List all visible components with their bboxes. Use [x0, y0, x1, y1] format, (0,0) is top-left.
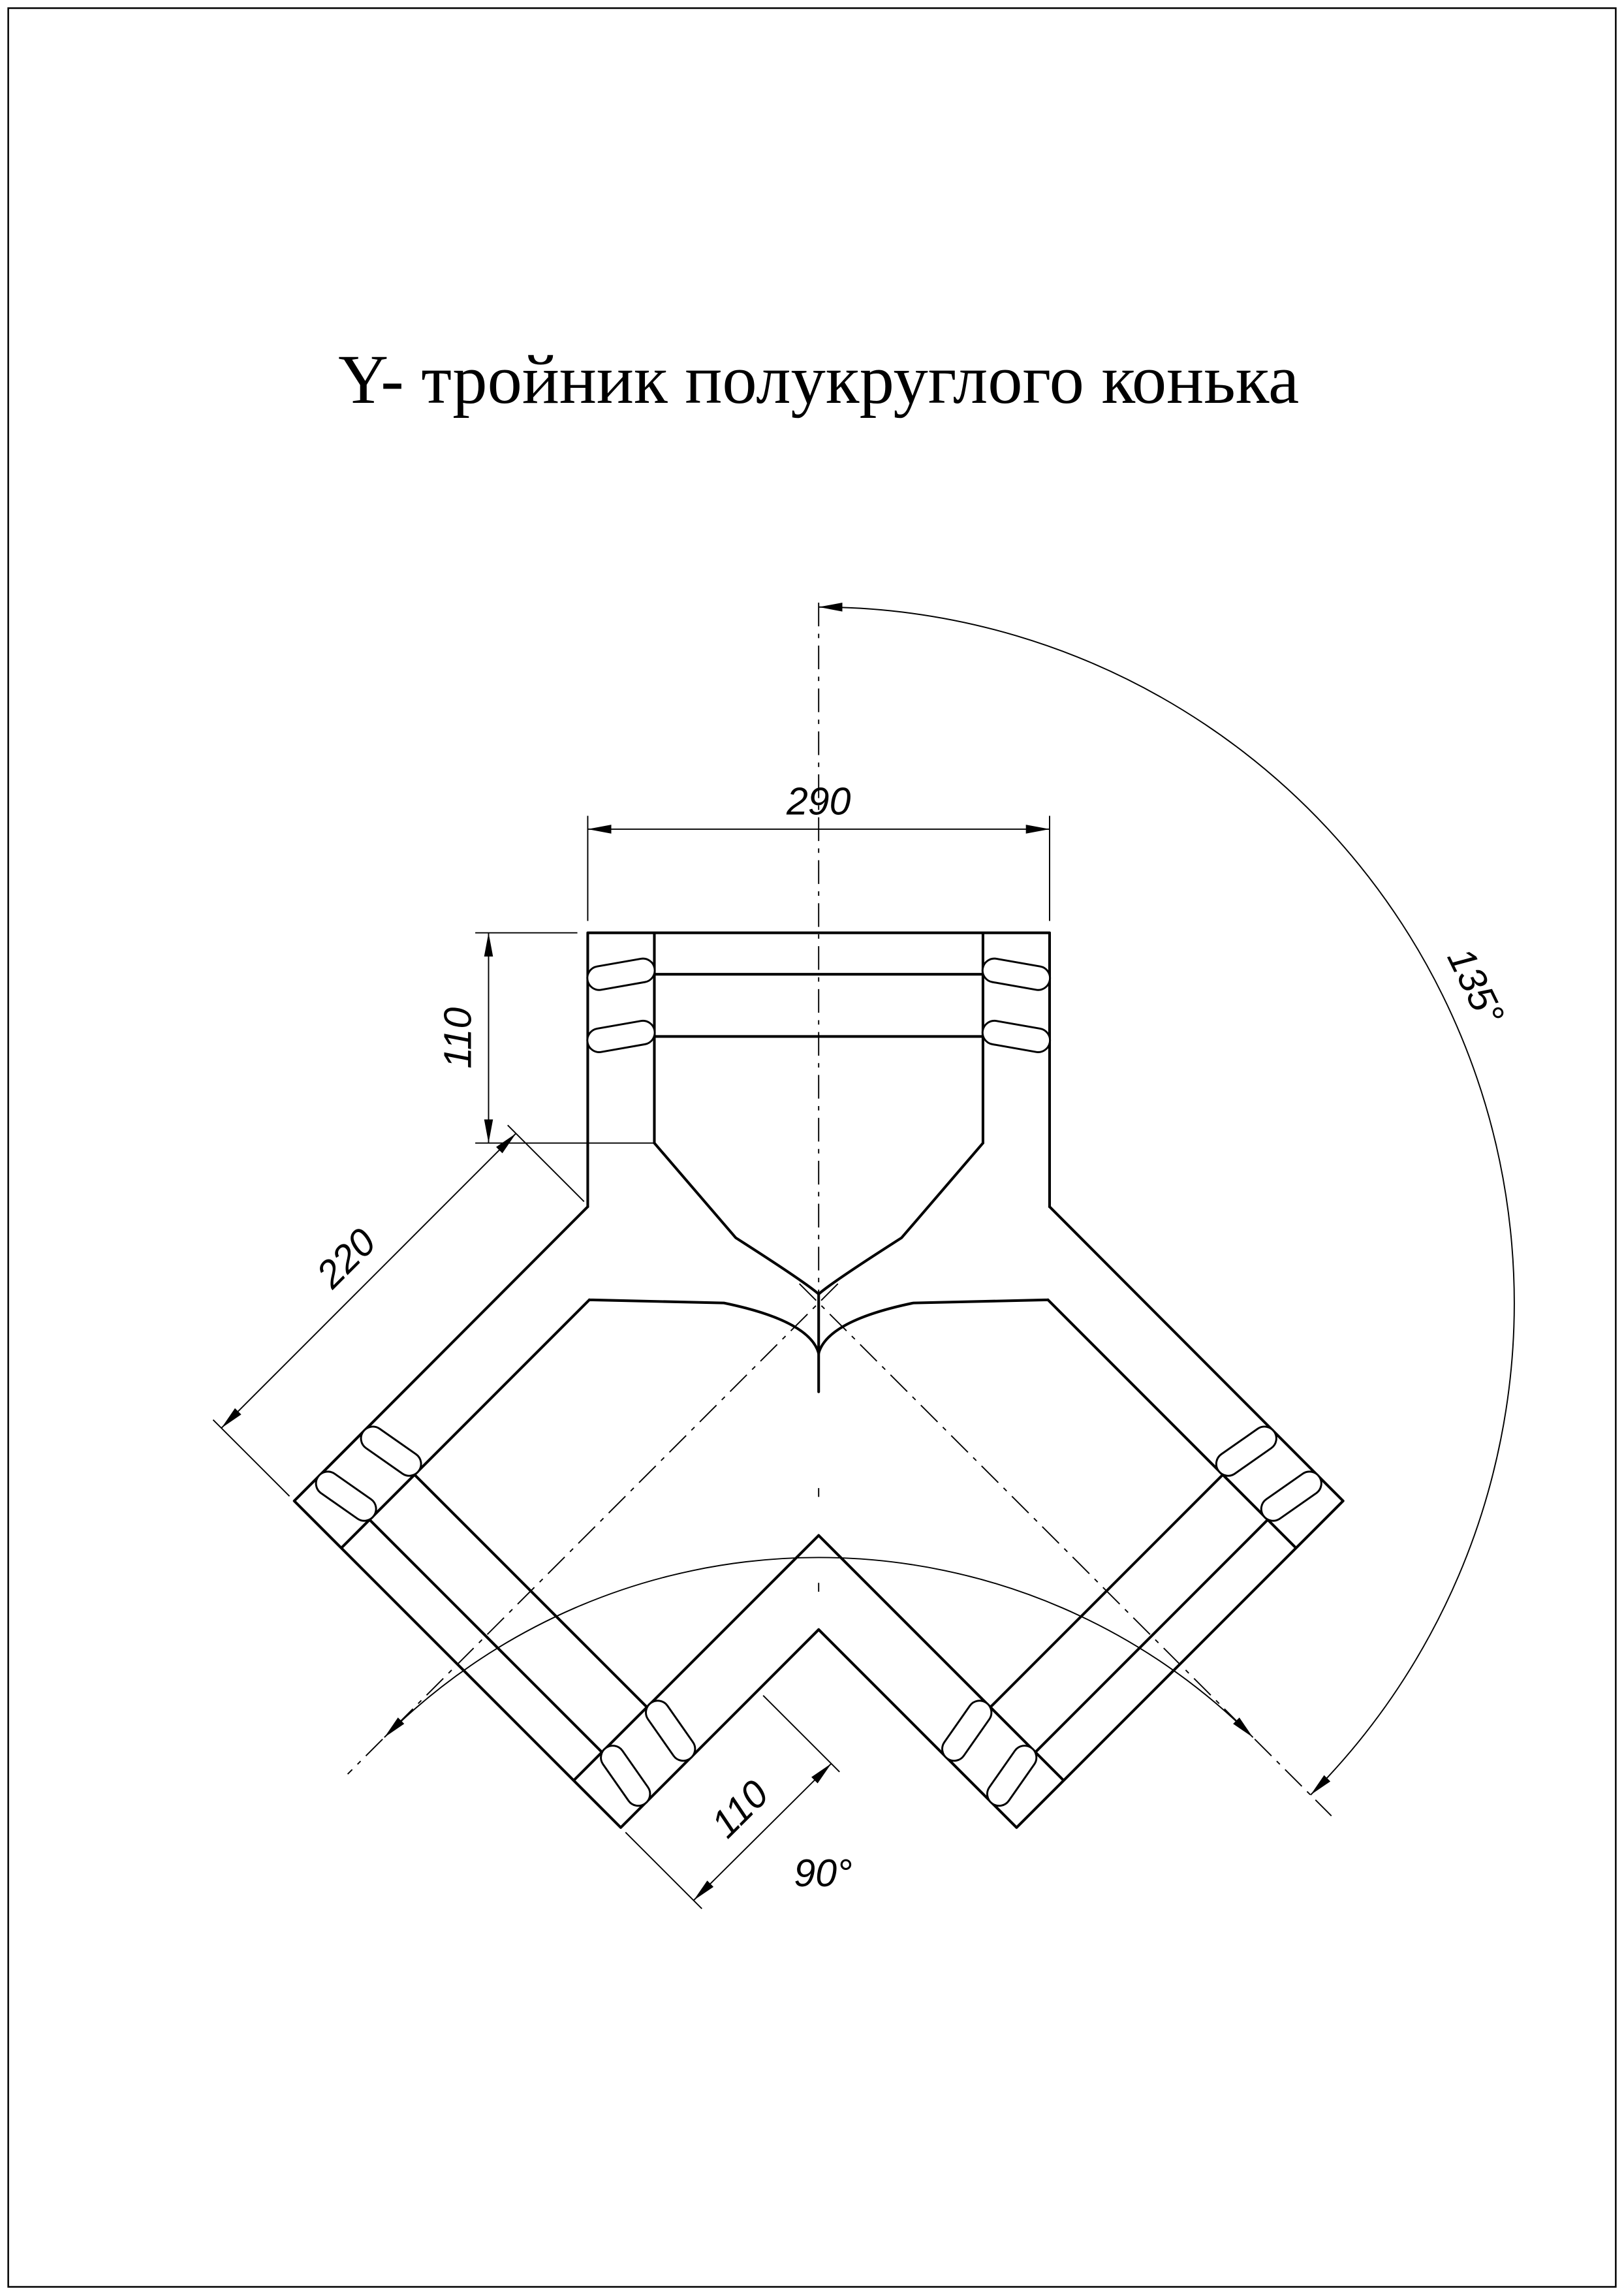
bead-capsule — [986, 1745, 1038, 1807]
bead-capsule — [981, 1019, 1052, 1053]
dim-label-135: 135° — [1439, 942, 1512, 1032]
dim-label-110-bottom: 110 — [704, 1773, 777, 1846]
dim-label-110-top: 110 — [437, 1007, 479, 1068]
bead-capsule — [586, 1019, 656, 1053]
dim-220-extension-lines — [212, 1124, 585, 1497]
top-branch-outline — [586, 931, 1052, 1296]
dim-290: 290 — [587, 780, 1050, 921]
sheet-border-frame — [7, 7, 1617, 2288]
right-branch — [817, 1205, 1345, 1829]
dim-220-line — [221, 1133, 517, 1429]
dim-220: 220 — [212, 1124, 585, 1497]
left-branch-outline — [292, 1205, 820, 1829]
dim-label-90: 90° — [794, 1852, 852, 1895]
bead-capsule — [981, 957, 1052, 991]
top-branch — [586, 931, 1052, 1296]
angle-arc-90 — [384, 1557, 1254, 1738]
bead-capsule — [1260, 1470, 1322, 1522]
dim-110-bottom-line — [693, 1763, 832, 1901]
bead-capsule — [600, 1745, 651, 1807]
bead-capsule — [941, 1700, 993, 1762]
left-branch-axis — [347, 1283, 839, 1775]
angle-dim-135: 135° — [819, 603, 1515, 1796]
bead-capsule — [645, 1700, 696, 1762]
bead-capsule — [315, 1470, 377, 1522]
dim-110-bottom-extension-lines — [625, 1695, 840, 1910]
bead-capsule — [1215, 1425, 1277, 1477]
left-branch — [292, 1205, 820, 1829]
dim-label-290: 290 — [786, 780, 851, 823]
bead-capsule — [360, 1425, 422, 1477]
angle-arc-135 — [819, 603, 1515, 1796]
bead-capsule — [586, 957, 656, 991]
dim-label-220: 220 — [308, 1220, 384, 1296]
right-branch-outline — [817, 1205, 1345, 1829]
bead-capsules — [315, 957, 1322, 1807]
angle-dim-90: 90° — [384, 1557, 1254, 1895]
drawing-title: Y- тройник полукруглого конька — [338, 341, 1299, 419]
